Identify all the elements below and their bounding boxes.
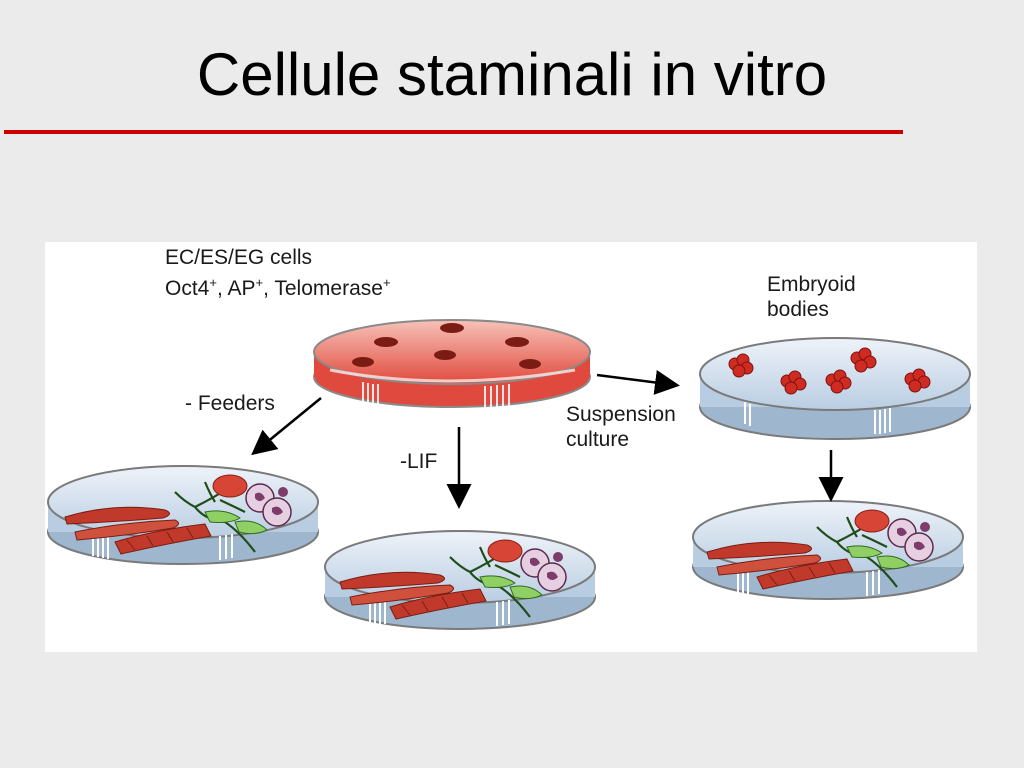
suspension-label: Suspension culture [566,402,676,452]
lif-free-dish [324,530,596,630]
source-cells-label: EC/ES/EG cells Oct4+, AP+, Telomerase+ [165,245,391,301]
slide-title: Cellule staminali in vitro [196,41,828,108]
feeder-free-dish [47,465,319,565]
source-cells-title: EC/ES/EG cells [165,246,313,269]
undifferentiated-dish [313,319,591,408]
figure-drawing [47,319,971,630]
feeders-label: - Feeders [185,392,275,415]
figure-panel: EC/ES/EG cells Oct4+, AP+, Telomerase+ -… [45,242,977,652]
embryoid-line2: bodies [767,298,829,321]
title-divider [4,130,903,134]
suspension-line1: Suspension [566,403,676,426]
suspension-arrow [596,370,680,395]
source-cells-markers: Oct4+, AP+, Telomerase+ [165,275,391,300]
feeders-arrow [251,397,322,456]
embryoid-differentiated-dish [692,500,964,600]
embryoid-label: Embryoid bodies [767,272,856,322]
embryoid-bodies-dish [699,337,971,440]
suspension-line2: culture [566,428,630,451]
lif-label: -LIF [400,450,438,473]
embryoid-line1: Embryoid [767,273,856,296]
